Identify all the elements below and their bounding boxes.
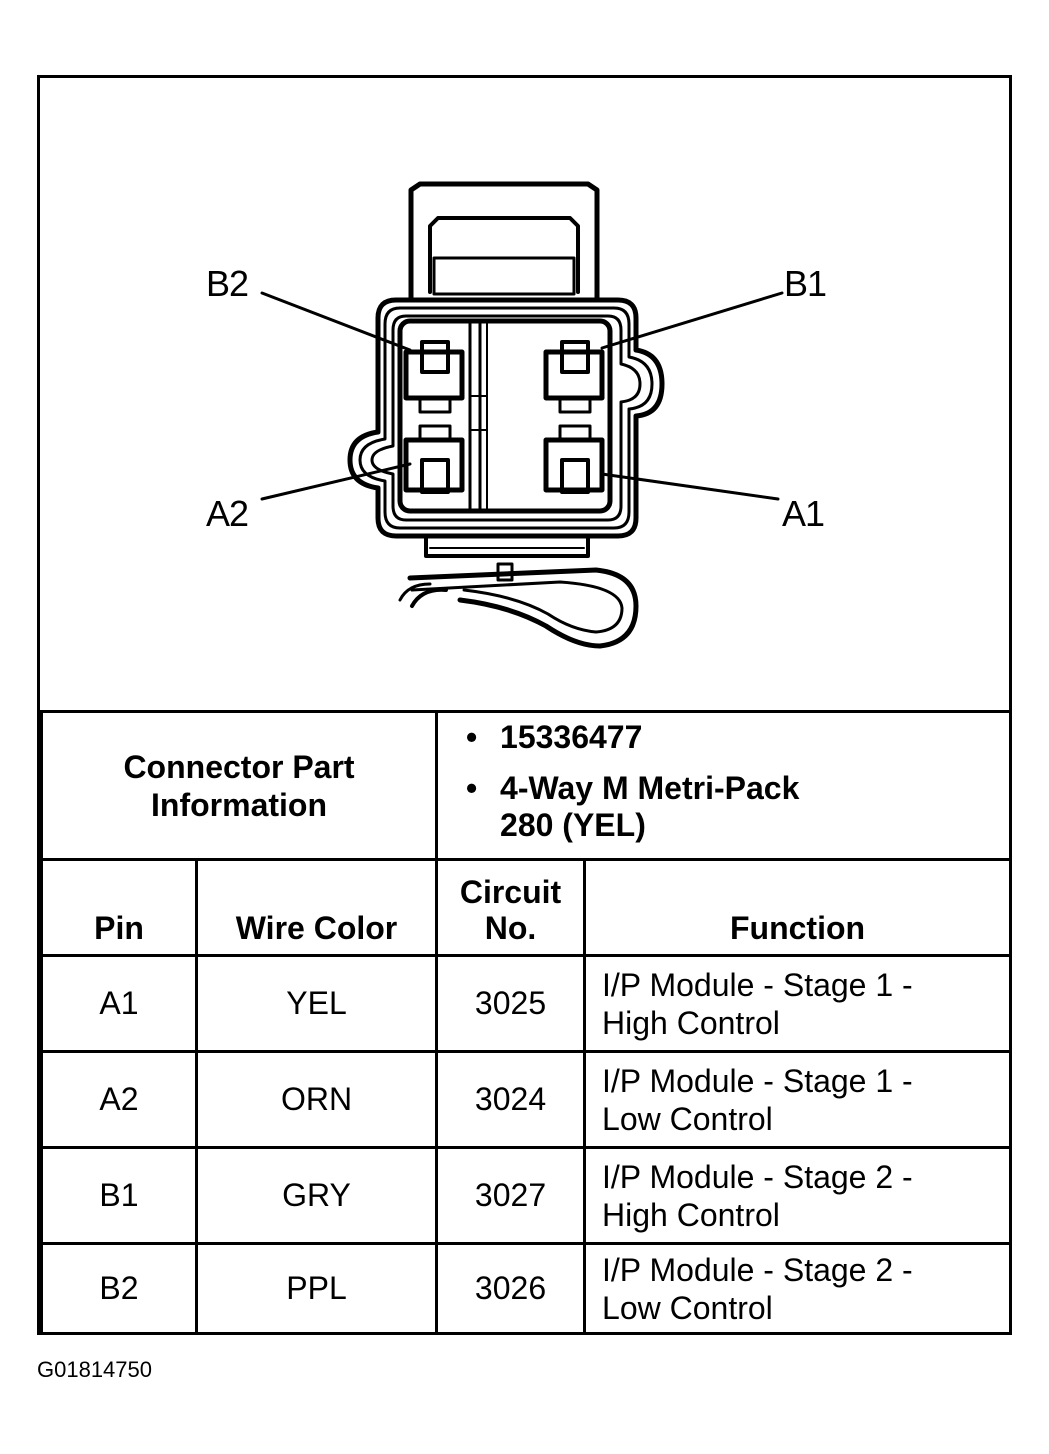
cell-function: I/P Module - Stage 2 - High Control (583, 1146, 1013, 1245)
function-line2: High Control (602, 1004, 780, 1041)
cell-function: I/P Module - Stage 2 - Low Control (583, 1242, 1013, 1335)
connector-figure: B2 B1 A2 A1 Connector Part Information 1… (37, 75, 1013, 1335)
header-wire-color: Wire Color (194, 858, 439, 957)
cell-circuit: 3025 (435, 954, 587, 1053)
connector-face-drawing (260, 181, 784, 649)
header-circuit-line2: No. (484, 910, 537, 946)
connector-pinout-table: Connector Part Information 15336477 4-Wa… (39, 710, 1013, 1335)
connector-type-line2: 280 (YEL) (500, 807, 646, 843)
header-circuit-no: Circuit No. (435, 858, 587, 957)
part-info-header-line2: Information (151, 786, 327, 823)
function-line2: Low Control (602, 1100, 773, 1137)
header-pin: Pin (40, 858, 198, 957)
table-row: B1 GRY 3027 I/P Module - Stage 2 - High … (40, 1146, 1013, 1245)
function-line2: Low Control (602, 1289, 773, 1326)
part-info-row: Connector Part Information 15336477 4-Wa… (39, 710, 1013, 861)
part-number-item: 15336477 (466, 719, 1009, 756)
cell-circuit: 3027 (435, 1146, 587, 1245)
cell-wire-color: GRY (194, 1146, 439, 1245)
cell-circuit: 3026 (435, 1242, 587, 1335)
pin-label-a1: A1 (782, 493, 825, 534)
cell-pin: B2 (40, 1242, 198, 1335)
function-line1: I/P Module - Stage 1 - (602, 966, 913, 1003)
table-row: A2 ORN 3024 I/P Module - Stage 1 - Low C… (40, 1050, 1013, 1149)
function-line1: I/P Module - Stage 1 - (602, 1062, 913, 1099)
cell-wire-color: PPL (194, 1242, 439, 1335)
cell-pin: B1 (40, 1146, 198, 1245)
table-row: B2 PPL 3026 I/P Module - Stage 2 - Low C… (40, 1242, 1013, 1335)
header-circuit-line1: Circuit (459, 874, 562, 910)
connector-type-line1: 4-Way M Metri-Pack (500, 770, 800, 806)
function-line1: I/P Module - Stage 2 - (602, 1158, 913, 1195)
part-info-header: Connector Part Information (39, 710, 439, 861)
column-header-row: Pin Wire Color Circuit No. Function (40, 858, 1013, 957)
pin-label-b1: B1 (784, 263, 827, 304)
part-info-header-line1: Connector Part (123, 748, 355, 785)
part-info-list: 15336477 4-Way M Metri-Pack 280 (YEL) (438, 713, 1009, 850)
header-function: Function (583, 858, 1013, 957)
table-row: A1 YEL 3025 I/P Module - Stage 1 - High … (40, 954, 1013, 1053)
connector-diagram: B2 B1 A2 A1 (40, 78, 1009, 710)
cell-pin: A1 (40, 954, 198, 1053)
cell-wire-color: YEL (194, 954, 439, 1053)
cell-wire-color: ORN (194, 1050, 439, 1149)
function-line2: High Control (602, 1196, 780, 1233)
part-info-details: 15336477 4-Way M Metri-Pack 280 (YEL) (435, 710, 1013, 861)
function-line1: I/P Module - Stage 2 - (602, 1251, 913, 1288)
figure-id: G01814750 (37, 1357, 152, 1382)
pin-label-a2: A2 (206, 493, 249, 534)
cell-pin: A2 (40, 1050, 198, 1149)
cell-circuit: 3024 (435, 1050, 587, 1149)
cell-function: I/P Module - Stage 1 - High Control (583, 954, 1013, 1053)
cell-function: I/P Module - Stage 1 - Low Control (583, 1050, 1013, 1149)
part-number: 15336477 (500, 719, 643, 755)
connector-type-item: 4-Way M Metri-Pack 280 (YEL) (466, 770, 1009, 844)
pin-label-b2: B2 (206, 263, 249, 304)
